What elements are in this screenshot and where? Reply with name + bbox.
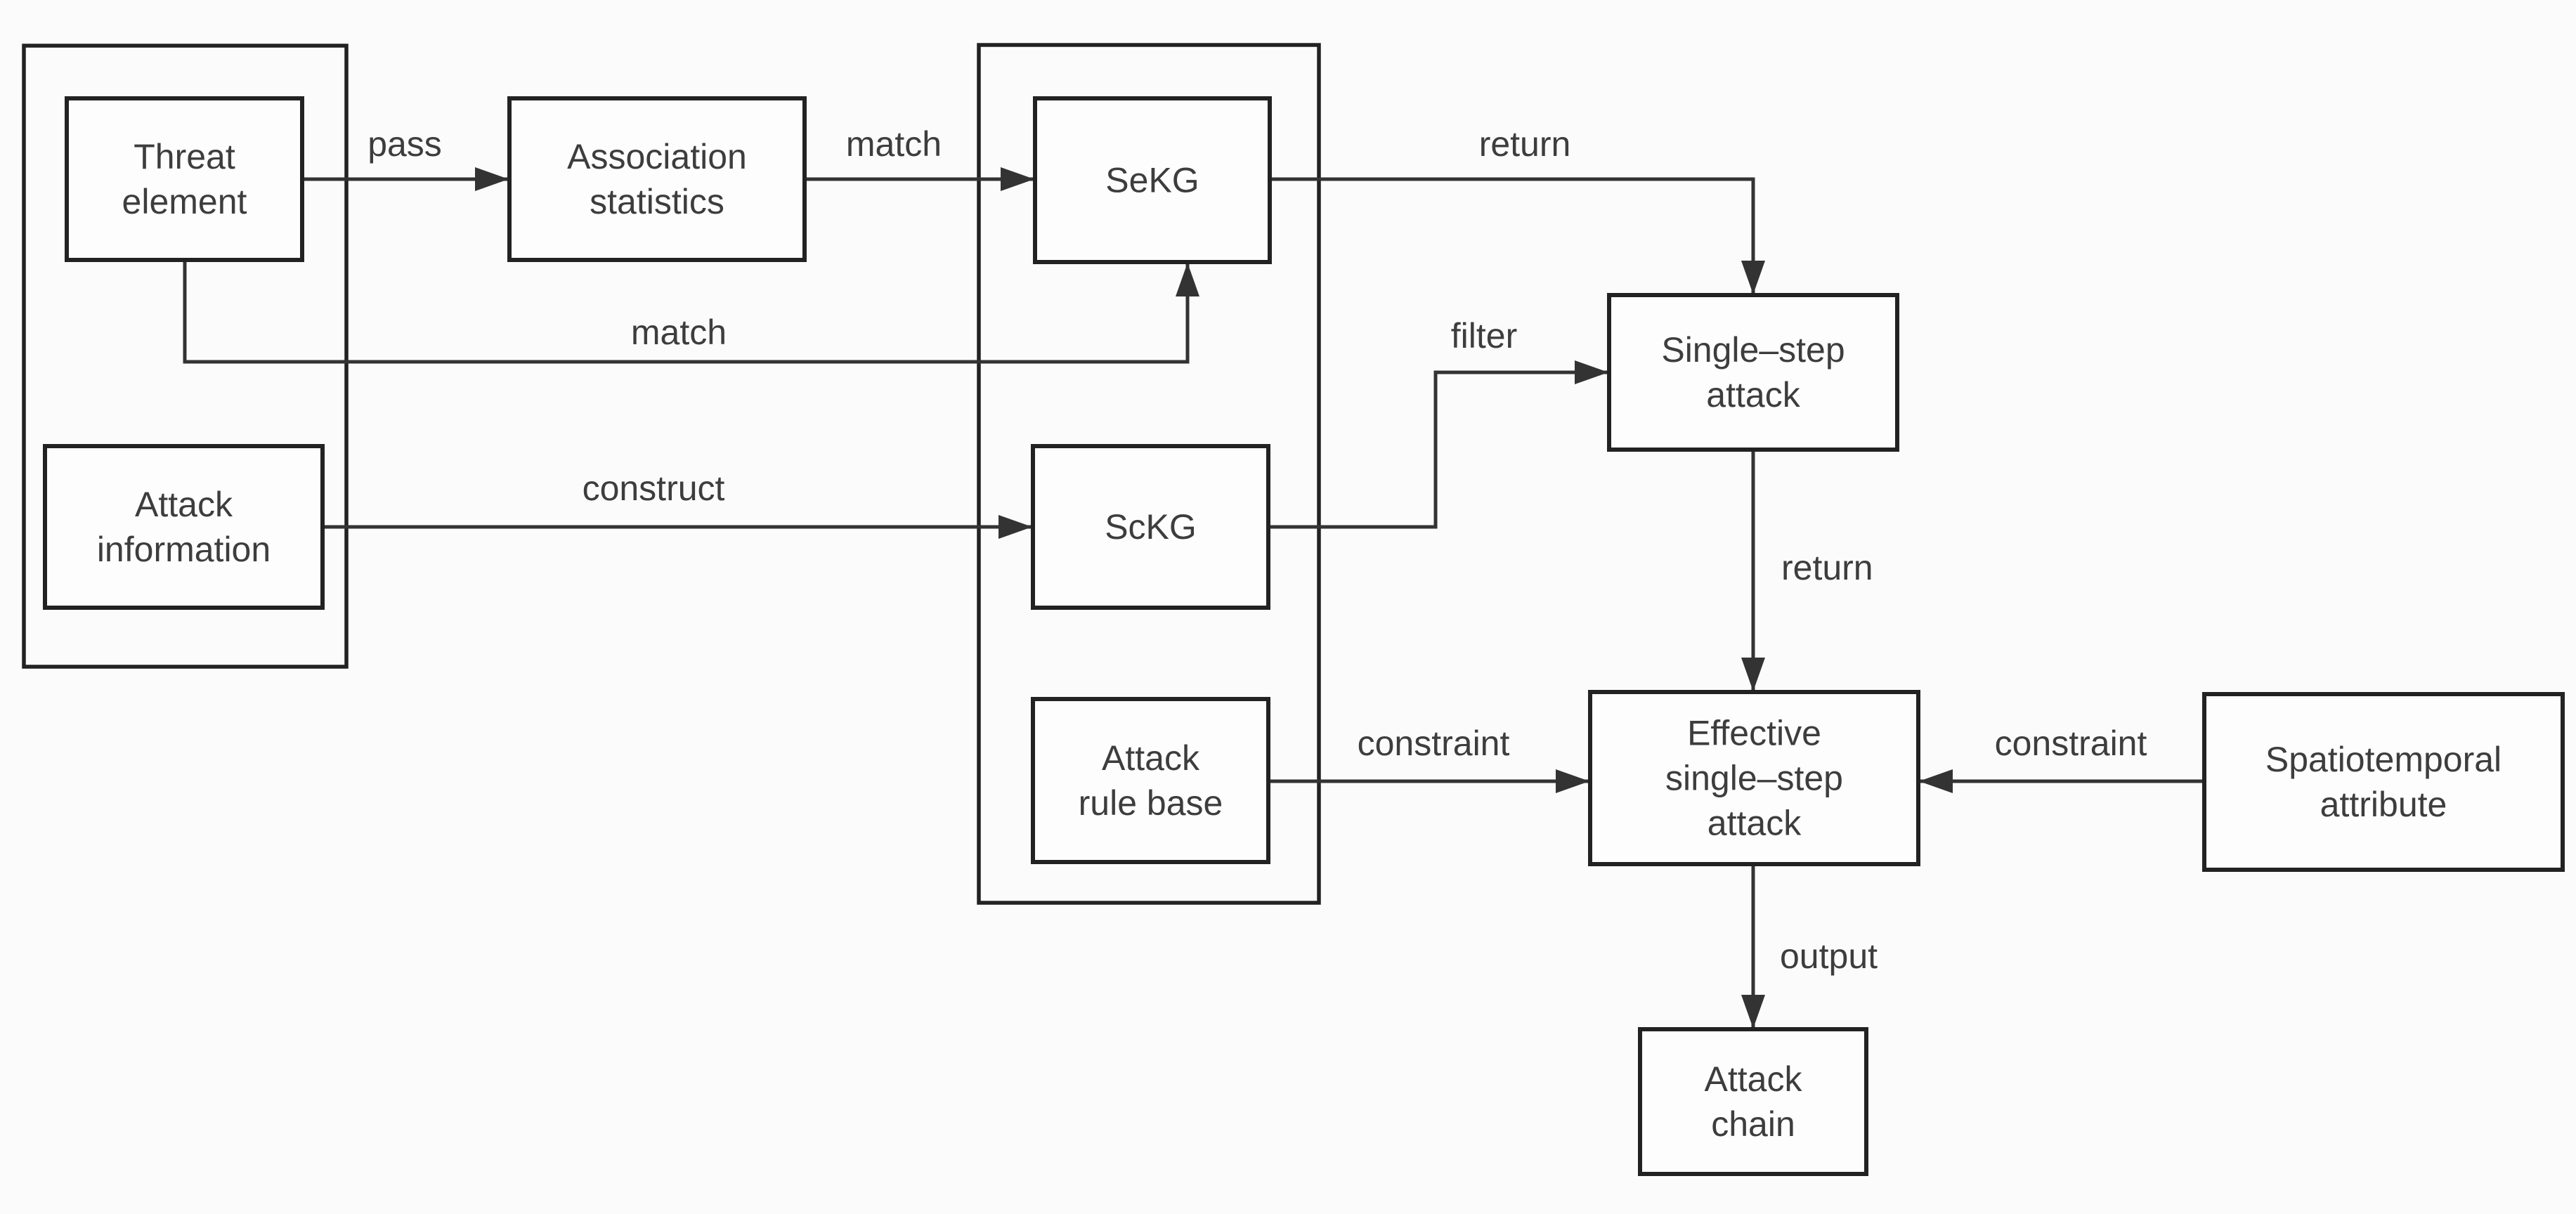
node-effective-single-step-attack-label-line-1: single–step (1665, 759, 1843, 798)
edge-match-statistics-label: match (846, 124, 942, 164)
node-sekg (1033, 96, 1272, 264)
node-attack-rule-base-label-line-0: Attack (1102, 738, 1200, 778)
edge-return-single-step-label: return (1781, 548, 1873, 587)
edge-return-sekg-label: return (1479, 124, 1571, 164)
node-attack-information-label-line-0: Attack (135, 485, 233, 524)
node-effective-single-step-attack-label-line-2: attack (1707, 804, 1802, 843)
edge-pass-label: pass (367, 124, 442, 164)
node-sekg-label-line-0: SeKG (1105, 161, 1199, 200)
edge-filter-label: filter (1451, 316, 1517, 355)
node-attack-rule-base (1031, 697, 1270, 864)
edge-output-label: output (1780, 936, 1878, 976)
edge-return-sekg-connector (1270, 177, 1765, 294)
edge-match-element-connector (183, 260, 1199, 364)
edge-match-element-label: match (631, 313, 727, 352)
node-spatiotemporal-attribute (2202, 692, 2565, 872)
container-kg-group (977, 43, 1321, 905)
node-attack-rule-base-label-line-1: rule base (1079, 783, 1223, 823)
edge-constraint-rule-label: constraint (1358, 724, 1510, 763)
node-threat-element-label-line-0: Threat (134, 137, 235, 176)
node-sckg (1031, 444, 1270, 610)
node-effective-single-step-attack-label-line-0: Effective (1687, 714, 1821, 753)
node-attack-information (43, 444, 325, 610)
node-single-step-attack-label-line-0: Single–step (1661, 330, 1845, 370)
node-association-statistics-label-line-1: statistics (590, 182, 724, 221)
node-attack-chain (1638, 1027, 1868, 1176)
node-spatiotemporal-attribute-label-line-1: attribute (2320, 785, 2447, 824)
node-sckg-label-line-0: ScKG (1105, 507, 1197, 547)
node-attack-chain-label-line-1: chain (1711, 1104, 1795, 1144)
node-effective-single-step-attack (1588, 690, 1920, 866)
node-association-statistics-label-line-0: Association (567, 137, 747, 176)
edge-construct-label: construct (583, 469, 725, 508)
node-single-step-attack (1607, 293, 1899, 452)
container-threat-group (22, 44, 349, 669)
node-threat-element (65, 96, 304, 262)
node-spatiotemporal-attribute-label-line-0: Spatiotemporal (2265, 740, 2502, 779)
node-attack-information-label-line-1: information (97, 530, 271, 569)
edge-constraint-spatiotemporal-label: constraint (1995, 724, 2147, 763)
node-attack-chain-label-line-0: Attack (1705, 1059, 1803, 1099)
node-threat-element-label-line-1: element (122, 182, 247, 221)
node-association-statistics (507, 96, 807, 262)
edge-filter-connector (1268, 360, 1608, 529)
node-single-step-attack-label-line-1: attack (1706, 375, 1800, 415)
